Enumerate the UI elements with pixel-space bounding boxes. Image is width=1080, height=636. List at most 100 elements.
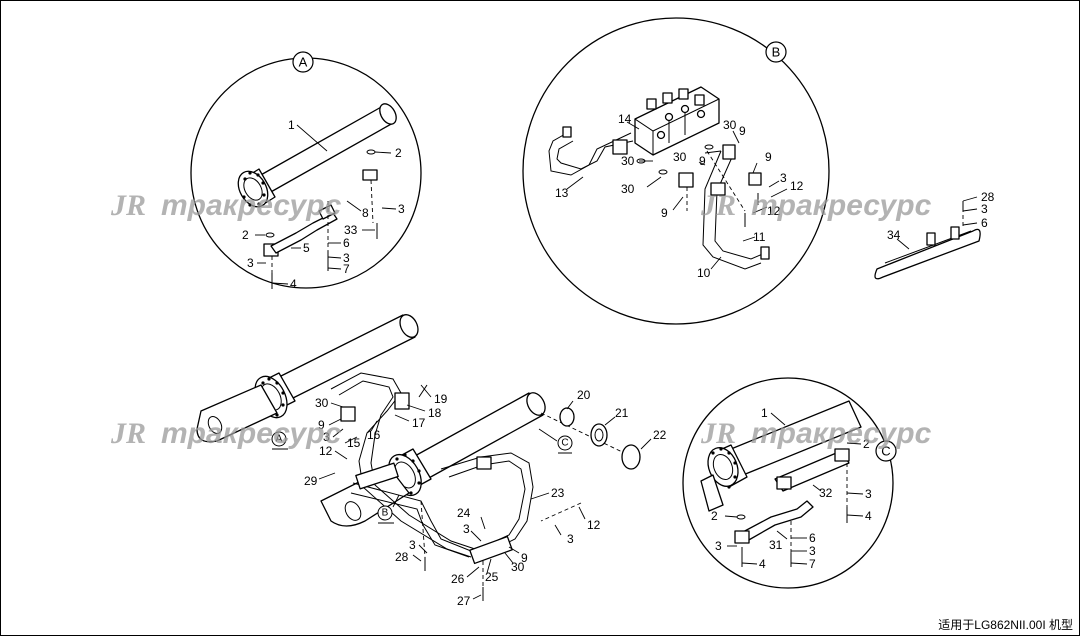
callout-b-12-bottom: 12 [767, 204, 781, 218]
main-marker-b [377, 505, 393, 521]
callout-a-33: 33 [344, 223, 358, 237]
callout-main-30: 30 [315, 396, 329, 410]
callout-main-3-d: 3 [567, 532, 574, 546]
main-block-18 [394, 392, 410, 410]
watermark-top-right: JR тракресурс [700, 189, 932, 222]
callout-c-1: 1 [761, 406, 768, 420]
main-flange-25 [469, 535, 513, 565]
callout-a-3-right: 3 [398, 202, 405, 216]
main-seal-22 [621, 444, 641, 470]
callout-main-26: 26 [451, 572, 465, 586]
main-marker-c-label: C [561, 438, 568, 449]
callout-main-3-b: 3 [463, 522, 470, 536]
watermark-logo: JR [700, 189, 736, 222]
callout-a-1: 1 [288, 118, 295, 132]
detail-b-clamp [710, 182, 726, 196]
callout-main-15: 15 [347, 436, 361, 450]
detail-b-label: B [772, 45, 781, 60]
main-bracket-29 [355, 462, 399, 490]
callout-c-2-top: 2 [863, 437, 870, 451]
callout-b-9-mid: 9 [699, 154, 706, 168]
callout-main-16: 16 [367, 428, 381, 442]
detail-b-circle [522, 17, 830, 325]
callout-main-12-b: 12 [587, 518, 601, 532]
callout-b-10: 10 [697, 266, 711, 280]
watermark-text: тракресурс [161, 189, 342, 222]
detail-a-flange [318, 204, 336, 220]
detail-c-block-bottom [734, 530, 750, 544]
callout-c-31: 31 [769, 538, 783, 552]
callout-main-17: 17 [412, 416, 426, 430]
callout-b-12-top: 12 [790, 179, 804, 193]
guard-plate-34 [874, 228, 981, 280]
callout-c-4-bottom: 4 [759, 557, 766, 571]
main-marker-b-label: B [382, 508, 389, 519]
callout-main-23: 23 [551, 486, 565, 500]
detail-b-flange-14 [612, 139, 628, 155]
main-seal-20 [559, 407, 575, 427]
main-marker-c [557, 435, 573, 451]
callout-side-3: 3 [981, 202, 988, 216]
callout-side-28: 28 [981, 190, 995, 204]
callout-main-29: 29 [304, 474, 318, 488]
callout-main-9-b: 9 [521, 551, 528, 565]
main-cylinder-rear [196, 314, 419, 443]
watermark-top-left: JR тракресурс [110, 189, 342, 222]
main-assembly: 19 18 17 30 9 3 15 16 12 29 20 21 22 23 … [196, 314, 667, 608]
callout-a-2-top: 2 [395, 146, 402, 160]
detail-c-pipe-31 [740, 500, 814, 542]
main-flange-9 [340, 406, 356, 422]
callout-b-9-bottom: 9 [661, 206, 668, 220]
main-clamp [476, 456, 492, 470]
callout-side-34: 34 [887, 228, 901, 242]
callout-c-3-mid: 3 [809, 544, 816, 558]
main-marker-a-label: A [276, 434, 283, 445]
detail-a-pipe [270, 212, 338, 254]
footer-model-text: 适用于LG862NII.00I 机型 [938, 618, 1073, 632]
watermark-logo: JR [110, 417, 146, 450]
callout-c-2-left: 2 [711, 509, 718, 523]
watermark-bottom-right: JR тракресурс [700, 417, 932, 450]
callout-main-19: 19 [434, 392, 448, 406]
callout-b-30-left: 30 [621, 154, 635, 168]
callout-main-25: 25 [485, 570, 499, 584]
callout-b-11: 11 [753, 230, 766, 244]
callout-main-18: 18 [428, 406, 442, 420]
detail-c-badge [875, 440, 897, 462]
callout-b-13: 13 [555, 186, 569, 200]
callout-b-30-mid: 30 [673, 150, 687, 164]
watermark-bottom-left: JR тракресурс [110, 417, 342, 450]
callout-main-3: 3 [323, 430, 330, 444]
callout-a-5: 5 [303, 241, 310, 255]
callout-a-2-left: 2 [242, 228, 249, 242]
main-seal-21 [590, 423, 608, 447]
callout-a-3-left: 3 [247, 256, 254, 270]
detail-b-pipe-10-end [760, 246, 770, 260]
callout-main-24: 24 [457, 506, 471, 520]
callout-b-3: 3 [780, 171, 787, 185]
callout-a-6: 6 [343, 236, 350, 250]
callout-a-8: 8 [362, 206, 369, 220]
detail-b-valve-block [634, 86, 720, 156]
callout-c-32: 32 [819, 486, 833, 500]
guard-plate-assembly: 28 3 6 34 [874, 190, 995, 280]
callout-a-7: 7 [343, 262, 350, 276]
detail-b: B [522, 17, 830, 325]
main-cylinder-front [320, 392, 546, 527]
callout-main-22: 22 [653, 428, 667, 442]
callout-main-21: 21 [615, 406, 629, 420]
callout-main-20: 20 [577, 388, 591, 402]
detail-a-badge [292, 51, 314, 73]
detail-c-block-mid [776, 476, 792, 490]
callout-c-3-right: 3 [865, 487, 872, 501]
detail-a: A [190, 51, 422, 291]
callout-main-12: 12 [319, 444, 333, 458]
callout-a-4: 4 [290, 277, 297, 291]
callout-b-9-top: 9 [739, 124, 746, 138]
callout-b-30-bottom: 30 [621, 182, 635, 196]
callout-c-6: 6 [809, 531, 816, 545]
callout-main-30-b: 30 [511, 560, 525, 574]
callout-main-28: 28 [395, 550, 409, 564]
detail-c-label: C [881, 444, 890, 459]
detail-b-badge [765, 41, 787, 63]
